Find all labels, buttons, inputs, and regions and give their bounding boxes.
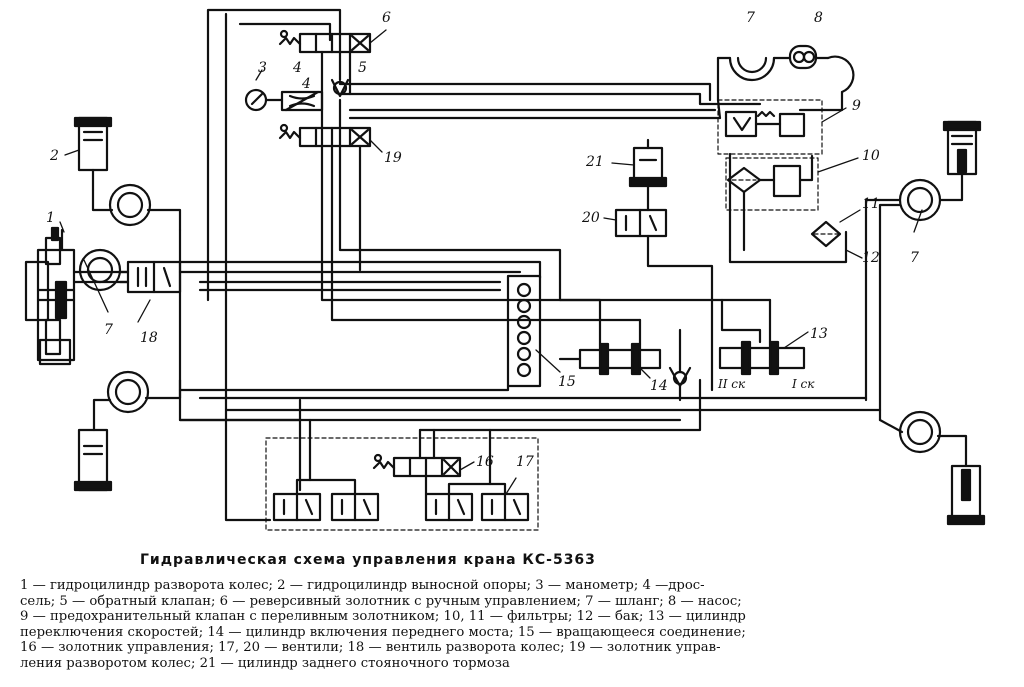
hose-7-left-top: [108, 183, 152, 227]
front-axle-cylinder-14: [558, 342, 662, 376]
filter-10: [725, 154, 819, 211]
label-16: 16: [476, 454, 494, 470]
outrigger-cylinder-2-left-bottom: [73, 428, 113, 492]
legend-line-2: сель; 5 — обратный клапан; 6 — реверсивн…: [20, 593, 742, 609]
pressure-gauge-3: [244, 88, 268, 112]
label-15: 15: [558, 374, 576, 390]
legend-line-3: 9 — предохранительный клапан с переливны…: [20, 609, 746, 625]
outrigger-cylinder-2-right-top: [942, 120, 982, 176]
hose-7-right-top: [728, 56, 776, 82]
safety-valve-9: [717, 99, 823, 155]
label-11: 11: [862, 196, 880, 212]
label-5: 5: [358, 60, 367, 76]
pump-8: [788, 44, 818, 70]
label-1: 1: [46, 210, 55, 226]
label-12: 12: [862, 250, 880, 266]
label-9: 9: [852, 98, 861, 114]
valve-20: [614, 208, 668, 238]
label-6: 6: [382, 10, 391, 26]
hydraulic-scheme: 1 2 3 4 4 5 6 7 7 7 8 9 10 11 12 13 14 1…: [24, 8, 986, 531]
label-7-top: 7: [746, 10, 755, 26]
label-10: 10: [862, 148, 880, 164]
label-17: 17: [516, 454, 534, 470]
parking-brake-cylinder-21: [628, 138, 668, 188]
label-2: 2: [49, 148, 59, 164]
valve-17-a: [272, 492, 322, 522]
bottom-valve-frame: [265, 437, 539, 531]
label-21: 21: [585, 154, 604, 170]
wheel-turn-cylinder-1: [24, 226, 76, 366]
wheel-turn-valve-18: [118, 260, 182, 294]
valve-17-c: [424, 492, 474, 522]
legend-line-4: переключения скоростей; 14 — цилиндр вкл…: [20, 624, 746, 640]
outrigger-cylinder-2-right-bottom: [946, 464, 986, 526]
label-8: 8: [814, 10, 823, 26]
label-13: 13: [810, 326, 828, 342]
figure-legend: 1 — гидроцилиндр разворота колес; 2 — ги…: [20, 578, 995, 672]
label-speed-2: II ск: [717, 377, 746, 391]
legend-line-6: ления разворотом колес; 21 — цилиндр зад…: [20, 655, 510, 671]
valve-17-b: [330, 492, 380, 522]
outrigger-cylinder-2-left-top: [73, 116, 113, 192]
label-7-left: 7: [104, 322, 113, 338]
speed-shift-cylinder-13: [718, 340, 806, 376]
label-3: 3: [258, 60, 267, 76]
filter-11: [810, 220, 842, 248]
control-spool-16: [372, 453, 462, 478]
valve-17-d: [480, 492, 530, 522]
hose-7-left-bottom: [106, 370, 150, 414]
label-18: 18: [140, 330, 158, 346]
figure-caption: Гидравлическая схема управления крана КС…: [140, 552, 596, 568]
hose-7-left-middle: [78, 248, 122, 292]
label-4a: 4: [292, 60, 302, 76]
hose-7-right-bottom: [898, 410, 942, 454]
label-7-right: 7: [910, 250, 919, 266]
reverse-spool-6: [278, 29, 372, 54]
label-19: 19: [384, 150, 402, 166]
rotary-joint-15: [506, 274, 542, 388]
label-4b: 4: [301, 76, 311, 92]
legend-line-5: 16 — золотник управления; 17, 20 — венти…: [20, 640, 721, 656]
label-speed-1: I ск: [791, 377, 815, 391]
label-20: 20: [581, 210, 600, 226]
wheel-turn-spool-19: [278, 123, 372, 148]
label-14: 14: [650, 378, 668, 394]
tank-12: [728, 230, 848, 264]
legend-line-1: 1 — гидроцилиндр разворота колес; 2 — ги…: [20, 578, 705, 593]
throttle-4: [280, 90, 324, 112]
